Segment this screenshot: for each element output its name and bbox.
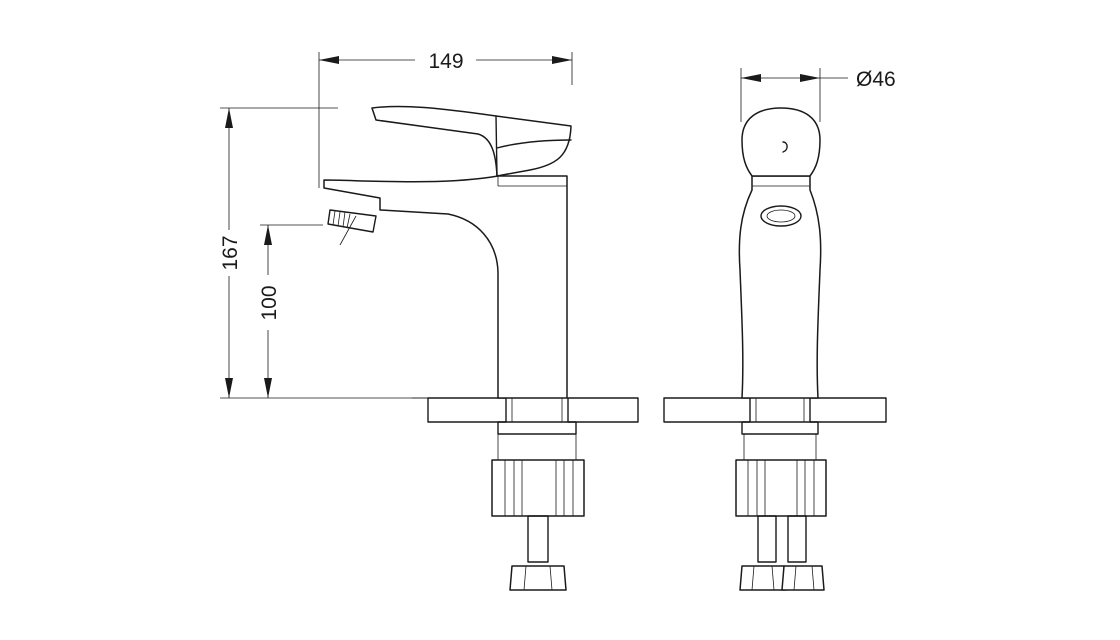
mounting-shank-front (735, 421, 827, 517)
mounting-shank (491, 421, 585, 517)
width-label: 149 (428, 50, 463, 73)
faucet-body (323, 175, 568, 399)
dimension-height: 167 (219, 107, 338, 398)
faucet-side-view (323, 105, 639, 591)
handle-lever (371, 105, 572, 177)
spout-outlet (760, 205, 802, 227)
dimension-spout-height: 100 (258, 224, 323, 398)
supply-hoses-front (739, 515, 825, 591)
faucet-front-view (663, 107, 887, 591)
aerator (327, 209, 377, 246)
height-label: 167 (219, 235, 242, 270)
dimension-width: 149 (318, 50, 573, 188)
dimension-diameter: Ø46 (740, 68, 896, 122)
countertop-section-left (412, 397, 639, 423)
diameter-label: Ø46 (856, 68, 896, 91)
spout-height-label: 100 (258, 285, 281, 320)
handle-knob (741, 107, 821, 177)
countertop-section-right (663, 397, 887, 423)
faucet-body-front (738, 175, 822, 399)
supply-hose (509, 515, 567, 591)
